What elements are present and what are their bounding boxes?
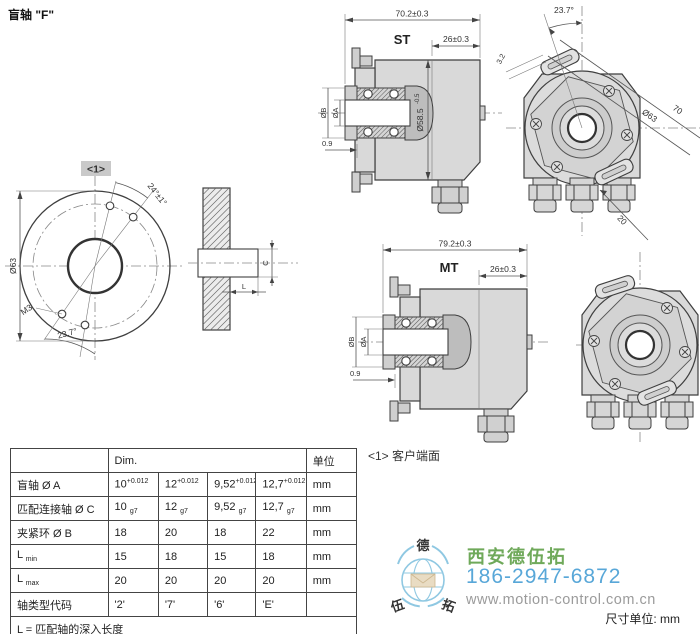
dim-rear-slot-width: 3.2 — [494, 52, 507, 65]
mt-hollow-bore — [382, 328, 449, 356]
col-header-dim: Dim. — [107, 448, 307, 473]
mt-view-label: MT — [440, 260, 459, 275]
dim-insert-length-l: L — [242, 282, 246, 291]
dim-rear-gland-offset: 20 — [615, 213, 629, 227]
dim-st-dia-a: ØA — [331, 108, 340, 119]
st-view-label: ST — [394, 32, 411, 47]
logo-char-wu: 伍 — [390, 596, 406, 615]
dim-mt-depth: 26±0.3 — [490, 264, 516, 274]
company-name: 西安德伍拓 — [467, 547, 567, 567]
marker-1-label: <1> — [87, 164, 105, 176]
dim-rear-width-70: 70 — [671, 103, 685, 117]
dim-shaft-c: C — [261, 260, 270, 266]
mt-rear-view — [576, 252, 700, 442]
company-logo: 德 伍 拓 — [390, 538, 456, 615]
dim-st-total-length: 70.2±0.3 — [395, 9, 428, 19]
mount-hole — [105, 201, 115, 211]
unit-note: 尺寸单位: mm — [605, 612, 680, 626]
table-footnote-row: L = 匹配轴的深入长度 — [10, 616, 357, 634]
mount-hole — [80, 320, 90, 330]
mount-hole — [128, 212, 138, 222]
dim-st-depth: 26±0.3 — [443, 34, 469, 44]
dim-rear-angle: 23.7° — [554, 5, 574, 15]
dim-angle-24: 24°±1° — [146, 181, 170, 207]
logo-char-de: 德 — [416, 538, 429, 553]
dimension-table: Dim. 单位 盲轴 Ø A 10+0.012 12+0.012 9,52+0.… — [10, 448, 358, 634]
dim-flange-diameter-front: Ø63 — [8, 258, 18, 274]
dim-mt-offset: 0.9 — [350, 369, 360, 378]
envelope-icon — [410, 573, 436, 588]
mt-section-view: ØB ØA 0.9 79.2±0.3 MT 26±0.3 — [347, 239, 548, 443]
mating-shaft-section-view: C L — [188, 187, 298, 331]
dim-st-dia-b: ØB — [319, 108, 328, 119]
dim-angle-23-7-front: 23.7° — [56, 326, 78, 341]
table-row-blind-shaft-a: 盲轴 Ø A 10+0.012 12+0.012 9,52+0.012 12,7… — [10, 472, 358, 497]
st-rear-view: 23.7° 3.2 70 Ø63 20 — [494, 5, 700, 241]
label-m3-thread: M3 — [19, 302, 35, 317]
table-row-shaft-code: 轴类型代码 '2''7' '6''E' — [10, 592, 358, 617]
page-title: 盲轴 "F" — [8, 8, 55, 22]
marker-note: <1> 客户端面 — [368, 449, 441, 463]
dim-st-body-dia-tol: -0.5 — [415, 93, 421, 104]
st-cable-gland — [431, 179, 469, 214]
logo-char-tuo: 拓 — [440, 596, 456, 615]
table-footnote: L = 匹配轴的深入长度 — [10, 616, 357, 634]
st-hollow-bore — [344, 99, 411, 127]
dim-mt-dia-a: ØA — [359, 337, 368, 348]
website-url: www.motion-control.com.cn — [466, 592, 656, 608]
table-row-mating-shaft-c: 匹配连接轴 Ø C 10 g7 12 g7 9,52 g7 12,7 g7 mm — [10, 496, 358, 521]
mt-cable-gland — [477, 408, 515, 443]
dim-st-body-dia: Ø58.5 — [415, 108, 425, 131]
table-header-row: Dim. 单位 — [10, 448, 358, 473]
globe-icon — [401, 558, 445, 602]
technical-drawing-canvas: 24°±1° 23.7° M3 Ø63 <1> C — [5, 5, 700, 443]
dim-rear-flange-dia: Ø63 — [640, 107, 659, 125]
marker-badge — [81, 161, 111, 176]
front-view: 24°±1° 23.7° M3 Ø63 <1> — [5, 161, 185, 360]
dim-mt-total-length: 79.2±0.3 — [438, 239, 471, 249]
dim-mt-dia-b: ØB — [347, 337, 356, 348]
st-section-view: ØB ØA 0.9 Ø58.5 -0.5 70.2±0.3 ST 26±0.3 — [318, 9, 502, 214]
col-header-unit: 单位 — [305, 448, 358, 473]
phone-number: 186-2947-6872 — [466, 565, 622, 588]
dim-st-offset: 0.9 — [322, 139, 332, 148]
